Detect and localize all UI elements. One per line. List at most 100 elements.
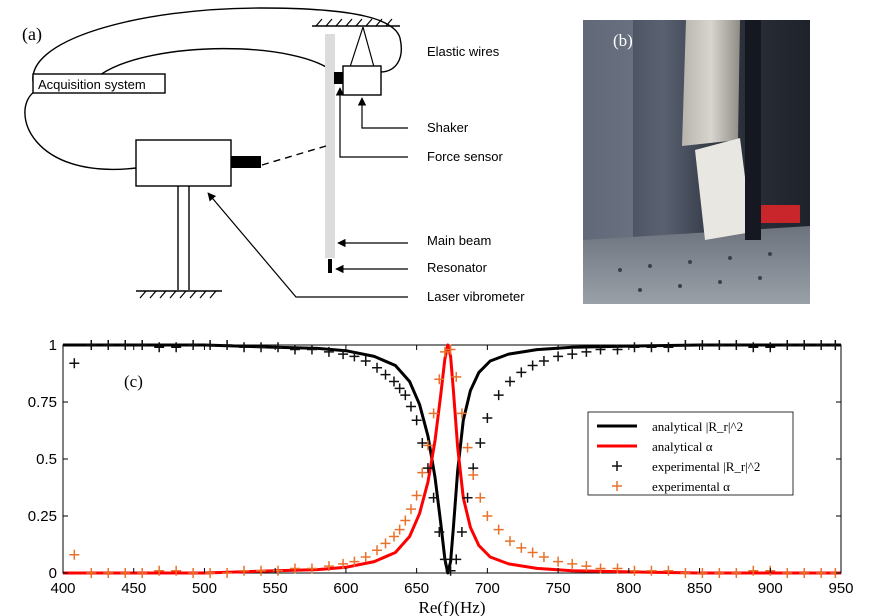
- series-2-marker: [422, 463, 433, 474]
- series-3-marker: [428, 408, 439, 419]
- laser-vibrometer-lens: [231, 156, 261, 168]
- series-2-marker: [527, 360, 538, 371]
- y-axis: 00.250.50.751: [28, 337, 841, 582]
- series-2-marker: [697, 340, 708, 350]
- series-0-line: [63, 343, 841, 575]
- series-2-marker: [372, 362, 383, 373]
- callout-label-resonator: Resonator: [427, 260, 488, 275]
- series-3-marker: [171, 565, 182, 576]
- series-2-marker: [400, 390, 411, 401]
- series-3-marker: [422, 440, 433, 451]
- series-1-line: [63, 343, 841, 575]
- floor-hatch: [139, 290, 217, 299]
- series-3-marker: [538, 552, 549, 563]
- series-2-marker: [567, 349, 578, 360]
- series-3-marker: [372, 545, 383, 556]
- legend-label: analytical |R_r|^2: [652, 419, 743, 434]
- series-2-marker: [504, 376, 515, 387]
- cable-to-force-sensor: [99, 47, 337, 76]
- series-3-marker: [629, 565, 640, 576]
- callout-laser-vibrometer: [207, 192, 408, 298]
- series-3-marker: [69, 549, 80, 560]
- series-3-marker: [816, 568, 827, 578]
- shaker-box: [342, 65, 382, 96]
- series-2-marker: [389, 376, 400, 387]
- series-3-marker: [799, 568, 810, 578]
- series-3-marker: [103, 568, 114, 578]
- series-2-marker: [680, 340, 691, 350]
- series-2-marker: [731, 340, 742, 350]
- series-3-marker: [731, 568, 742, 578]
- series-2-marker: [306, 344, 317, 355]
- series-2-marker: [137, 340, 148, 350]
- series-3-marker: [434, 374, 445, 385]
- series-3-marker: [482, 511, 493, 521]
- x-tick-label: 600: [333, 580, 358, 597]
- photo-resonator-block: [695, 138, 752, 240]
- series-3-marker: [205, 568, 216, 578]
- x-tick-label: 750: [546, 580, 571, 597]
- series-3-marker: [439, 346, 450, 357]
- cable-to-vibrometer: [24, 91, 137, 171]
- series-2-marker: [595, 344, 606, 355]
- series-2-marker: [782, 340, 793, 350]
- series-3-marker: [714, 568, 725, 578]
- series-2-marker: [434, 526, 445, 537]
- series-2-marker: [338, 349, 349, 360]
- laser-vibrometer-box: [135, 139, 232, 187]
- series-2-marker: [612, 344, 623, 355]
- series-2-marker: [394, 383, 405, 394]
- x-tick-label: 450: [121, 580, 146, 597]
- series-3-marker: [462, 442, 473, 453]
- series-3-marker: [663, 565, 674, 576]
- series-2-marker: [349, 351, 360, 362]
- series-3-marker: [405, 504, 416, 515]
- series-3-marker: [306, 563, 317, 574]
- y-tick-label: 0: [49, 565, 57, 582]
- series-3-marker: [468, 469, 479, 480]
- legend-label: experimental |R_r|^2: [652, 459, 760, 474]
- series-3-marker: [748, 565, 759, 576]
- series-3-marker: [338, 558, 349, 569]
- series-2-marker: [714, 340, 725, 350]
- series-2-marker: [462, 492, 473, 503]
- callout-label-force-sensor: Force sensor: [427, 149, 504, 164]
- series-2-marker: [360, 355, 371, 366]
- series-3-marker: [389, 531, 400, 542]
- series-2-marker: [538, 355, 549, 366]
- series-3-marker: [553, 556, 564, 567]
- series-3-marker: [273, 565, 284, 576]
- series-3-marker: [581, 561, 592, 572]
- series-3-marker: [239, 565, 250, 576]
- series-3-marker: [349, 556, 360, 567]
- series-3-marker: [411, 490, 422, 501]
- callout-label-elastic-wires: Elastic wires: [427, 44, 500, 59]
- series-2-marker: [516, 367, 527, 378]
- series-3-marker: [137, 568, 148, 578]
- series-3-marker: [86, 568, 97, 578]
- panel-a-schematic: (a) Acquisition system: [22, 7, 525, 304]
- series-2-marker: [493, 390, 504, 401]
- series-3-marker: [154, 565, 165, 576]
- series-3-marker: [188, 568, 199, 578]
- series-2-marker: [646, 342, 657, 353]
- series-2-marker: [816, 340, 827, 350]
- x-tick-label: 900: [758, 580, 783, 597]
- series-2-marker: [439, 554, 450, 565]
- series-2-marker: [323, 346, 334, 357]
- force-sensor: [334, 72, 343, 84]
- legend-label: analytical α: [652, 439, 713, 454]
- series-2-marker: [445, 565, 456, 576]
- x-tick-label: 550: [263, 580, 288, 597]
- series-3-marker: [567, 558, 578, 569]
- series-3-marker: [646, 565, 657, 576]
- elastic-wire-right: [362, 26, 375, 68]
- series-2-marker: [380, 369, 391, 380]
- series-2-marker: [411, 415, 422, 426]
- panel-b-photo: (b): [583, 20, 810, 304]
- callout-label-main-beam: Main beam: [427, 233, 491, 248]
- series-2-marker: [553, 351, 564, 362]
- acquisition-system-label: Acquisition system: [38, 77, 146, 92]
